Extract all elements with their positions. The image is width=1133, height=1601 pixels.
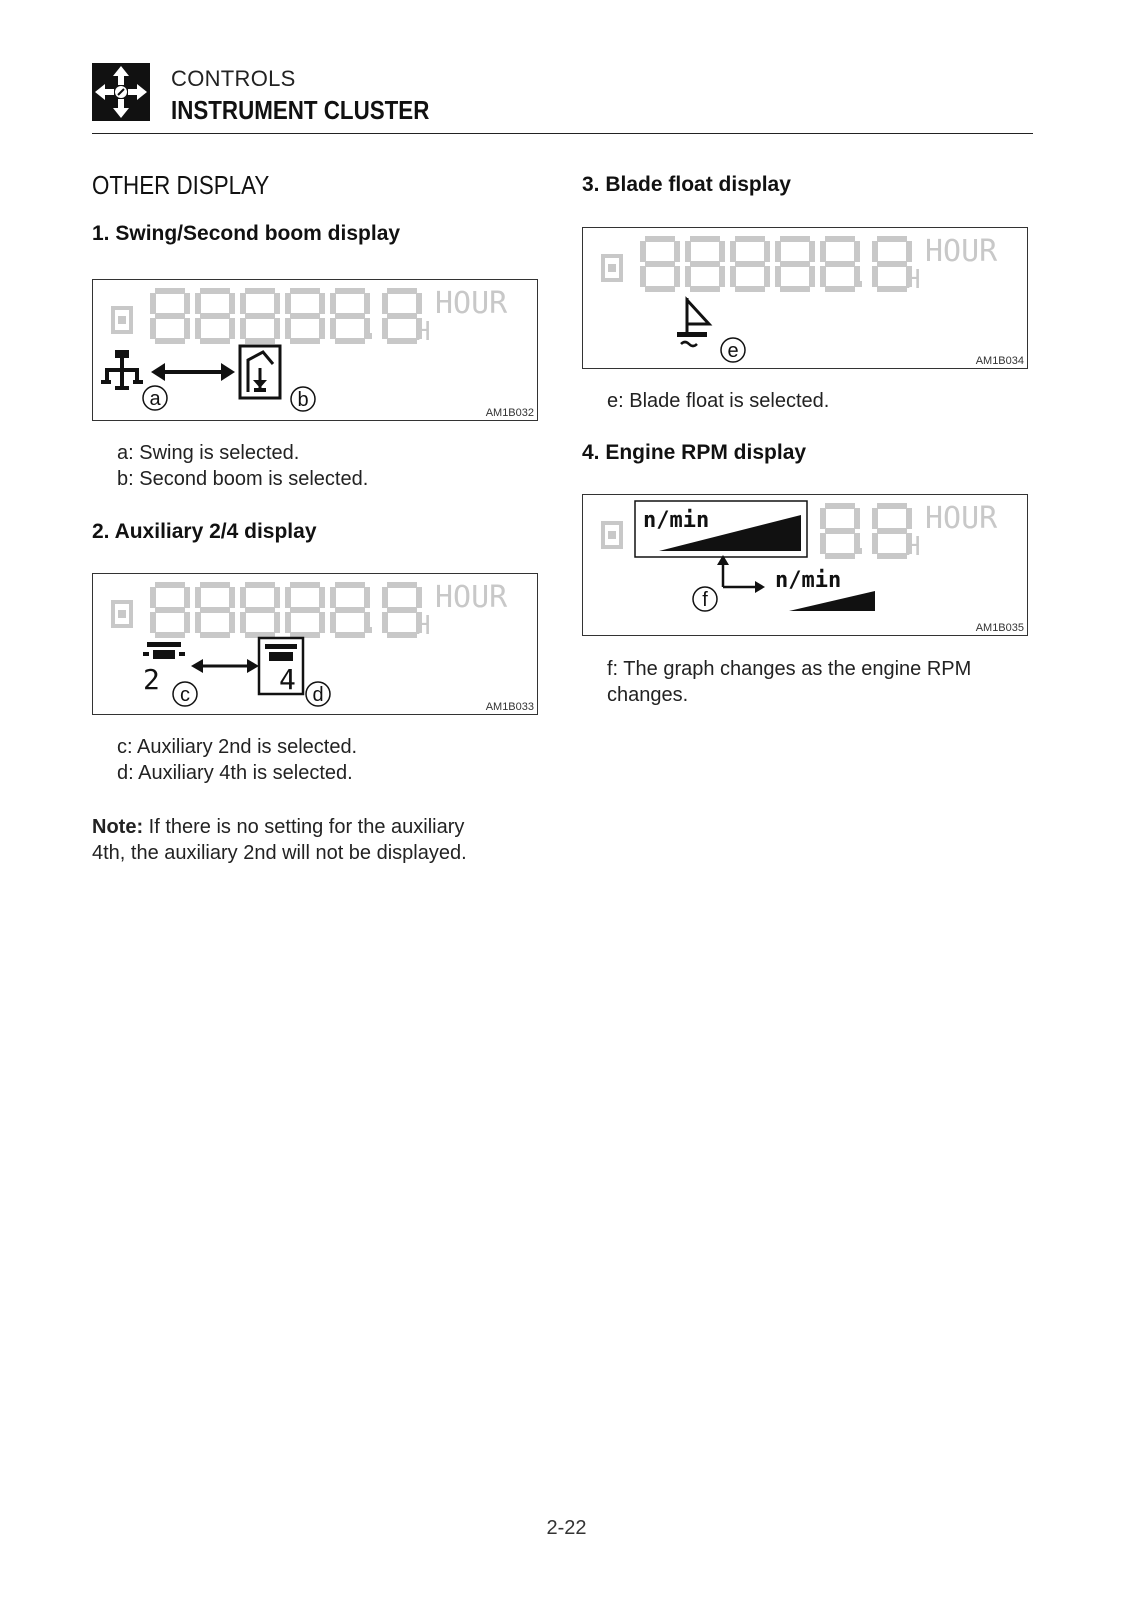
svg-text:HOUR: HOUR xyxy=(435,286,508,321)
svg-text:4: 4 xyxy=(279,663,296,696)
note: Note: If there is no setting for the aux… xyxy=(92,814,467,866)
swing-icon xyxy=(101,350,143,390)
note-text: 4th, the auxiliary 2nd will not be displ… xyxy=(92,842,467,864)
svg-text:H: H xyxy=(415,317,431,347)
section-2-heading: 2. Auxiliary 2/4 display xyxy=(92,520,317,543)
svg-text:a: a xyxy=(149,388,161,410)
description-line: e: Blade float is selected. xyxy=(607,390,830,412)
controls-arrows-icon xyxy=(92,63,150,121)
section-3-heading: 3. Blade float display xyxy=(582,173,791,196)
svg-text:HOUR: HOUR xyxy=(925,501,998,536)
section-1-heading: 1. Swing/Second boom display xyxy=(92,222,401,245)
svg-text:n/min: n/min xyxy=(643,508,709,533)
blade-float-icon xyxy=(677,296,713,348)
blade-float-figure: HOUR H e AM1B034 xyxy=(582,227,1028,369)
header-title: INSTRUMENT CLUSTER xyxy=(171,95,430,125)
rpm-bar-graph-full: n/min xyxy=(634,500,808,558)
note-text: If there is no setting for the auxiliary xyxy=(148,816,465,838)
section-1-text: a: Swing is selected. b: Second boom is … xyxy=(117,440,368,492)
page-title: OTHER DISPLAY xyxy=(92,170,270,200)
page-number: 2-22 xyxy=(546,1517,587,1539)
rpm-bar-graph-small: n/min xyxy=(775,568,875,611)
auxiliary-2-4-figure: HOUR H 2 4 c d AM1B033 xyxy=(92,573,538,715)
figure-code: AM1B032 xyxy=(485,407,534,419)
lcd-display-graphic: HOUR H a b xyxy=(101,286,508,412)
svg-text:H: H xyxy=(415,611,431,641)
header-section: CONTROLS xyxy=(171,66,296,91)
section-4-heading: 4. Engine RPM display xyxy=(582,441,807,464)
lcd-display-graphic: HOUR H 2 4 c d xyxy=(111,580,508,707)
auxiliary-4-icon xyxy=(257,636,305,696)
figure-code: AM1B034 xyxy=(975,355,1024,367)
figure-code: AM1B035 xyxy=(975,622,1024,634)
second-boom-icon xyxy=(238,344,282,400)
double-arrow-icon xyxy=(151,363,235,381)
lcd-display-graphic: HOUR H e xyxy=(601,234,998,363)
swing-second-boom-figure: HOUR H a b AM1B0 xyxy=(92,279,538,421)
svg-text:2: 2 xyxy=(143,663,160,696)
svg-text:d: d xyxy=(312,684,323,706)
svg-text:HOUR: HOUR xyxy=(925,234,998,269)
section-4-text: f: The graph changes as the engine RPM c… xyxy=(607,656,971,708)
description-line: f: The graph changes as the engine RPM xyxy=(607,658,972,680)
svg-text:HOUR: HOUR xyxy=(435,580,508,615)
description-line: changes. xyxy=(607,684,689,706)
section-3-text: e: Blade float is selected. xyxy=(607,388,829,414)
description-line: a: Swing is selected. xyxy=(117,442,300,464)
figure-code: AM1B033 xyxy=(485,701,534,713)
svg-text:f: f xyxy=(702,589,708,611)
svg-text:b: b xyxy=(297,389,308,411)
svg-text:H: H xyxy=(905,532,921,562)
description-line: d: Auxiliary 4th is selected. xyxy=(117,762,353,784)
lcd-display-graphic: HOUR H n/min n/min f xyxy=(601,500,998,612)
double-arrow-icon xyxy=(191,659,259,673)
svg-text:H: H xyxy=(905,265,921,295)
section-2-text: c: Auxiliary 2nd is selected. d: Auxilia… xyxy=(117,734,357,786)
description-line: c: Auxiliary 2nd is selected. xyxy=(117,736,358,758)
note-label: Note: xyxy=(92,816,144,838)
engine-rpm-figure: HOUR H n/min n/min f AM1B035 xyxy=(582,494,1028,636)
svg-text:e: e xyxy=(727,340,738,362)
auxiliary-2-icon xyxy=(143,642,185,659)
header-divider xyxy=(92,133,1033,134)
svg-text:c: c xyxy=(180,684,190,706)
description-line: b: Second boom is selected. xyxy=(117,468,369,490)
svg-text:n/min: n/min xyxy=(775,568,841,593)
change-arrow-icon xyxy=(717,555,765,593)
